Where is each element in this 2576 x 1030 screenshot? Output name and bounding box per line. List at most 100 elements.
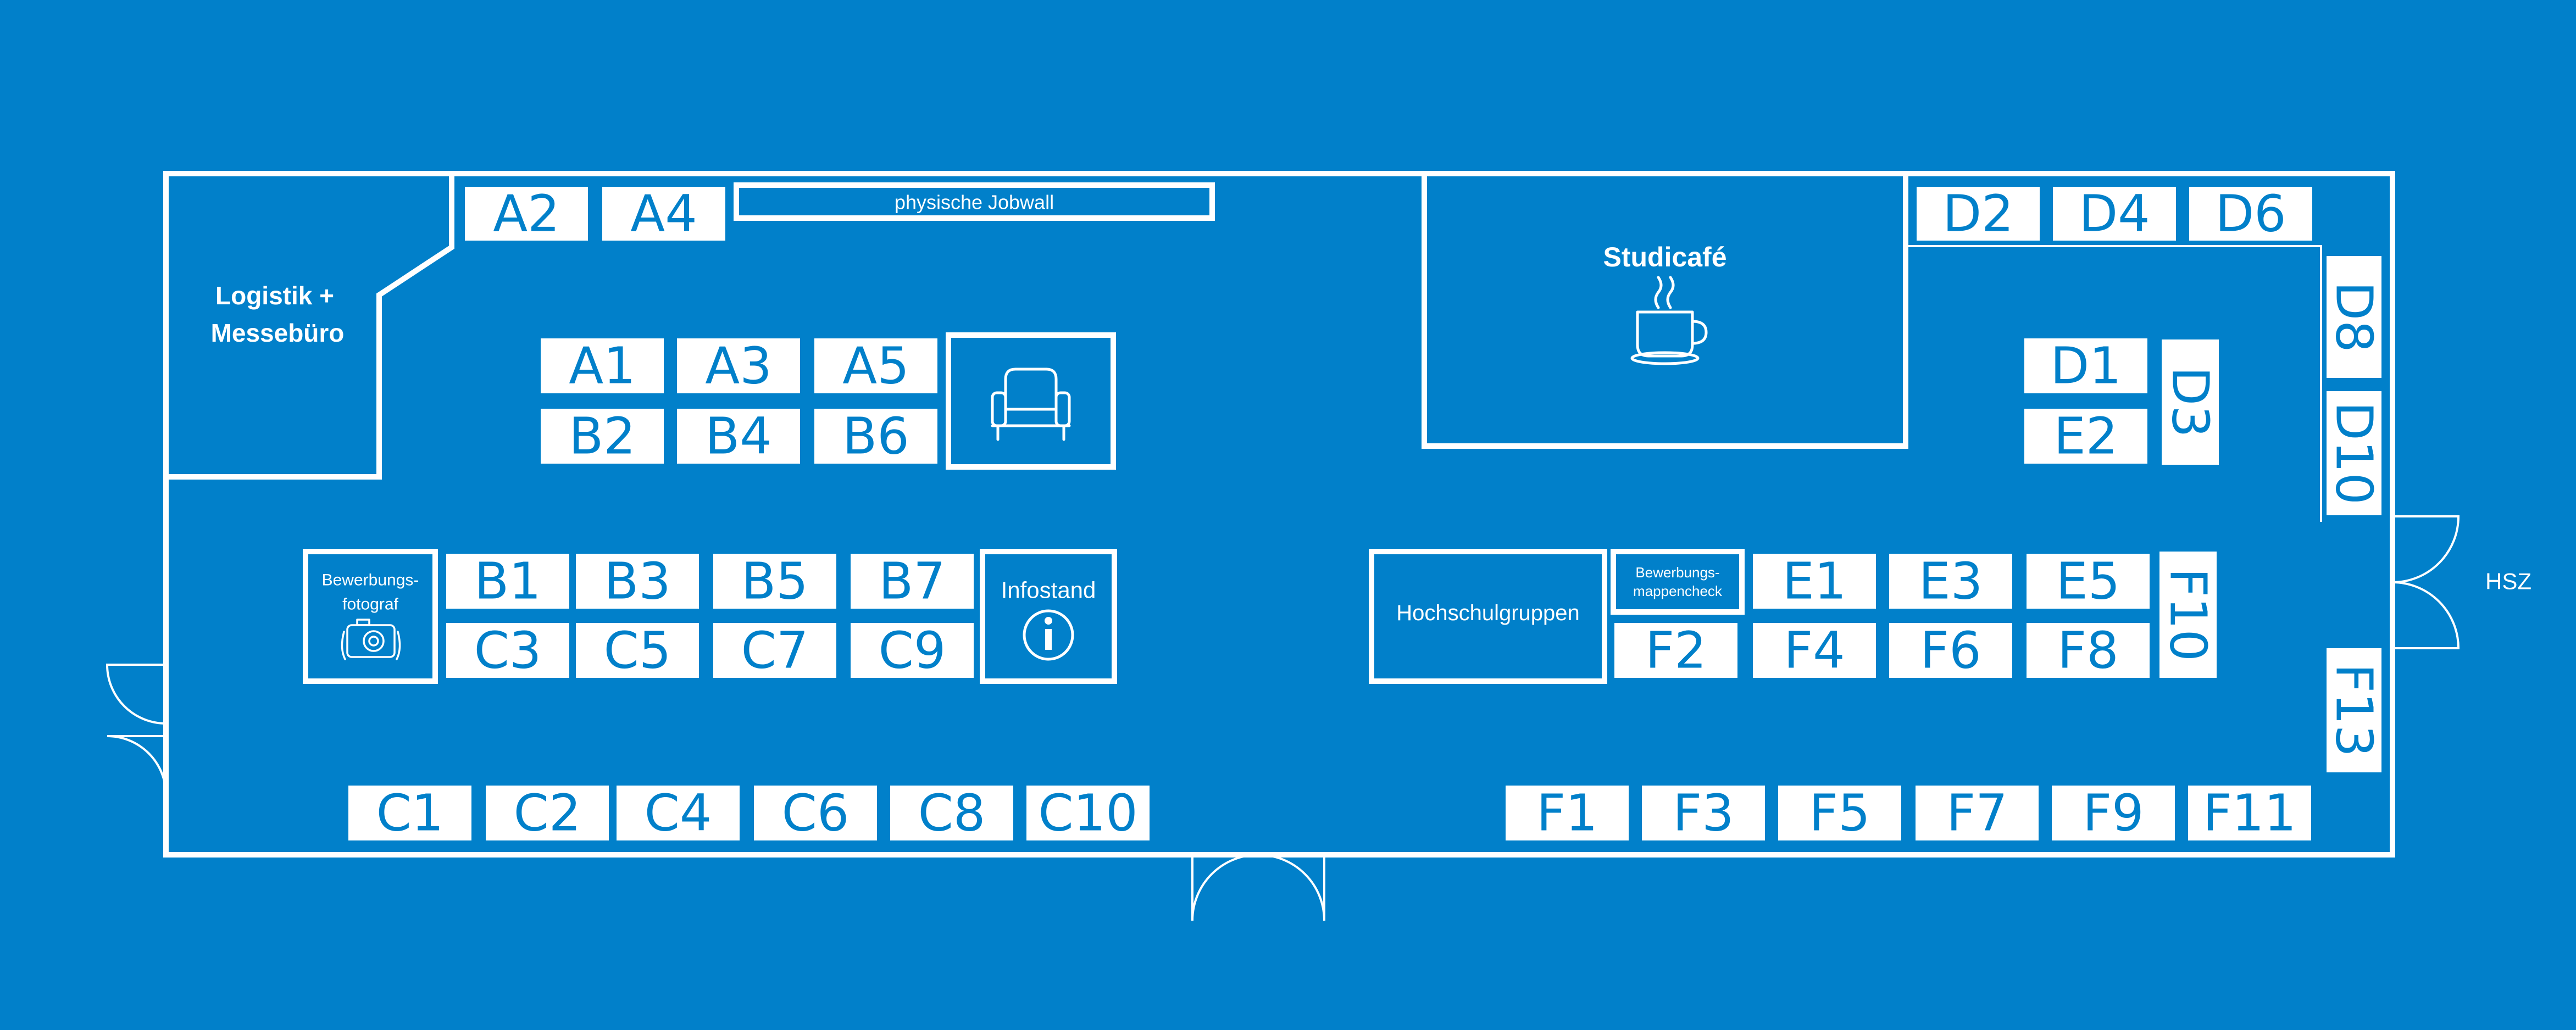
booth-box: [1753, 554, 1876, 609]
booth-b3[interactable]: B3: [576, 552, 699, 611]
mappencheck-label-2: mappencheck: [1633, 583, 1723, 599]
booth-a5[interactable]: A5: [814, 337, 937, 396]
booth-box: [754, 786, 877, 840]
booth-label: F8: [2057, 621, 2118, 680]
booth-label: F6: [1920, 621, 1981, 680]
booth-box: [677, 338, 800, 393]
infostand-label: Infostand: [1001, 577, 1096, 603]
booth-box: [2159, 552, 2217, 678]
booth-b6[interactable]: B6: [814, 407, 937, 466]
booth-f5[interactable]: F5: [1778, 784, 1901, 843]
jobwall-label: physische Jobwall: [895, 191, 1054, 214]
booth-box: [2327, 256, 2381, 378]
d-area-wall: [1907, 245, 2322, 522]
booth-a1[interactable]: A1: [541, 337, 664, 396]
booth-f4[interactable]: F4: [1753, 621, 1876, 680]
booth-c1[interactable]: C1: [348, 784, 471, 843]
booth-label: F4: [1784, 621, 1845, 680]
booth-box: [2053, 187, 2176, 241]
booth-label: C1: [376, 784, 444, 843]
booth-box: [890, 786, 1013, 840]
booth-box: [1642, 786, 1765, 840]
mappencheck-label-1: Bewerbungs-: [1635, 564, 1719, 581]
booth-label: F10: [2159, 568, 2218, 661]
booth-box: [446, 554, 569, 609]
booth-box: [851, 623, 974, 678]
booth-d3[interactable]: D3: [2161, 339, 2220, 465]
booth-a4[interactable]: A4: [602, 185, 725, 243]
booth-label: D4: [2079, 185, 2150, 243]
booth-label: B4: [705, 407, 772, 466]
booth-d6[interactable]: D6: [2189, 185, 2312, 243]
infostand-area: [980, 549, 1117, 684]
camera-icon: [341, 619, 401, 660]
booth-c2[interactable]: C2: [486, 784, 609, 843]
booth-b5[interactable]: B5: [713, 552, 836, 611]
booth-f7[interactable]: F7: [1916, 784, 2039, 843]
booth-c8[interactable]: C8: [890, 784, 1013, 843]
booth-box: [541, 409, 664, 464]
booth-box: [446, 623, 569, 678]
booth-d10[interactable]: D10: [2325, 391, 2384, 515]
booth-label: A3: [705, 337, 771, 396]
booth-label: A2: [493, 185, 559, 243]
booth-f3[interactable]: F3: [1642, 784, 1765, 843]
booth-b2[interactable]: B2: [541, 407, 664, 466]
booth-d1[interactable]: D1: [2024, 337, 2147, 396]
booth-label: D8: [2325, 281, 2384, 352]
booth-f6[interactable]: F6: [1889, 621, 2012, 680]
booth-label: E2: [2054, 407, 2118, 466]
booth-e2[interactable]: E2: [2024, 407, 2147, 466]
booth-c6[interactable]: C6: [754, 784, 877, 843]
booth-f8[interactable]: F8: [2027, 621, 2150, 680]
booth-box: [1917, 187, 2040, 241]
booth-c9[interactable]: C9: [851, 621, 974, 680]
booth-c4[interactable]: C4: [617, 784, 740, 843]
booth-box: [2189, 187, 2312, 241]
booth-b1[interactable]: B1: [446, 552, 569, 611]
booth-label: F9: [2083, 784, 2144, 843]
booth-box: [2024, 338, 2147, 393]
booth-c10[interactable]: C10: [1026, 784, 1150, 843]
booth-c3[interactable]: C3: [446, 621, 569, 680]
booth-a2[interactable]: A2: [465, 185, 588, 243]
booth-box: [1916, 786, 2039, 840]
booth-box: [2162, 339, 2219, 465]
studicafe-area: [1422, 171, 1908, 449]
booth-label: B3: [604, 552, 671, 611]
booth-a3[interactable]: A3: [677, 337, 800, 396]
booth-d8[interactable]: D8: [2325, 256, 2384, 378]
booth-d2[interactable]: D2: [1917, 185, 2040, 243]
booth-f1[interactable]: F1: [1506, 784, 1629, 843]
booth-label: C9: [879, 621, 946, 680]
booth-label: C6: [782, 784, 850, 843]
booth-b4[interactable]: B4: [677, 407, 800, 466]
booth-c7[interactable]: C7: [713, 621, 836, 680]
booth-box: [602, 187, 725, 241]
booth-box: [465, 187, 588, 241]
booth-f13[interactable]: F13: [2325, 648, 2384, 772]
booth-e1[interactable]: E1: [1753, 552, 1876, 611]
booth-f2[interactable]: F2: [1614, 621, 1737, 680]
booth-label: C4: [645, 784, 712, 843]
booth-label: A1: [569, 337, 635, 396]
armchair-icon: [991, 368, 1071, 441]
booth-b7[interactable]: B7: [851, 552, 974, 611]
booth-f11[interactable]: F11: [2188, 784, 2311, 843]
booth-box: [851, 554, 974, 609]
bottom-door: [1191, 854, 1325, 921]
booth-d4[interactable]: D4: [2053, 185, 2176, 243]
booth-label: F11: [2203, 784, 2296, 843]
booth-label: D6: [2215, 185, 2286, 243]
booth-box: [1889, 623, 2012, 678]
booth-f10[interactable]: F10: [2159, 552, 2218, 678]
hsz-label: HSZ: [2485, 569, 2531, 594]
booth-e3[interactable]: E3: [1889, 552, 2012, 611]
booth-e5[interactable]: E5: [2027, 552, 2150, 611]
booth-f9[interactable]: F9: [2052, 784, 2175, 843]
booth-label: B5: [741, 552, 808, 611]
booth-c5[interactable]: C5: [576, 621, 699, 680]
booth-box: [677, 409, 800, 464]
